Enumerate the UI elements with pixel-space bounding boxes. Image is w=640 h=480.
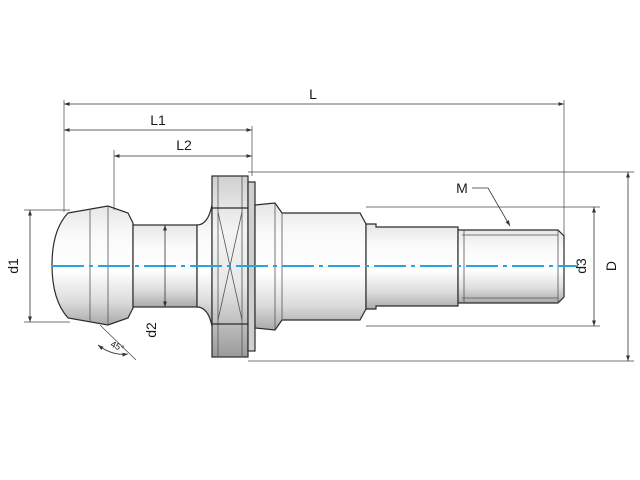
label-d1: d1 <box>5 258 21 274</box>
label-d3: d3 <box>573 258 589 274</box>
label-d2: d2 <box>143 322 159 338</box>
label-L: L <box>309 86 317 102</box>
label-L1: L1 <box>150 112 166 128</box>
angle-arc <box>97 344 129 357</box>
dimension-lines <box>28 102 630 361</box>
dimension-labels: L L1 L2 M d1 d2 d3 D 45° <box>5 86 619 354</box>
leader-M <box>472 187 511 227</box>
label-D: D <box>603 261 619 271</box>
extension-lines <box>24 100 634 362</box>
label-angle: 45° <box>109 339 126 354</box>
label-L2: L2 <box>176 137 192 153</box>
angle-ref-line <box>99 324 137 361</box>
label-M: M <box>456 180 468 196</box>
